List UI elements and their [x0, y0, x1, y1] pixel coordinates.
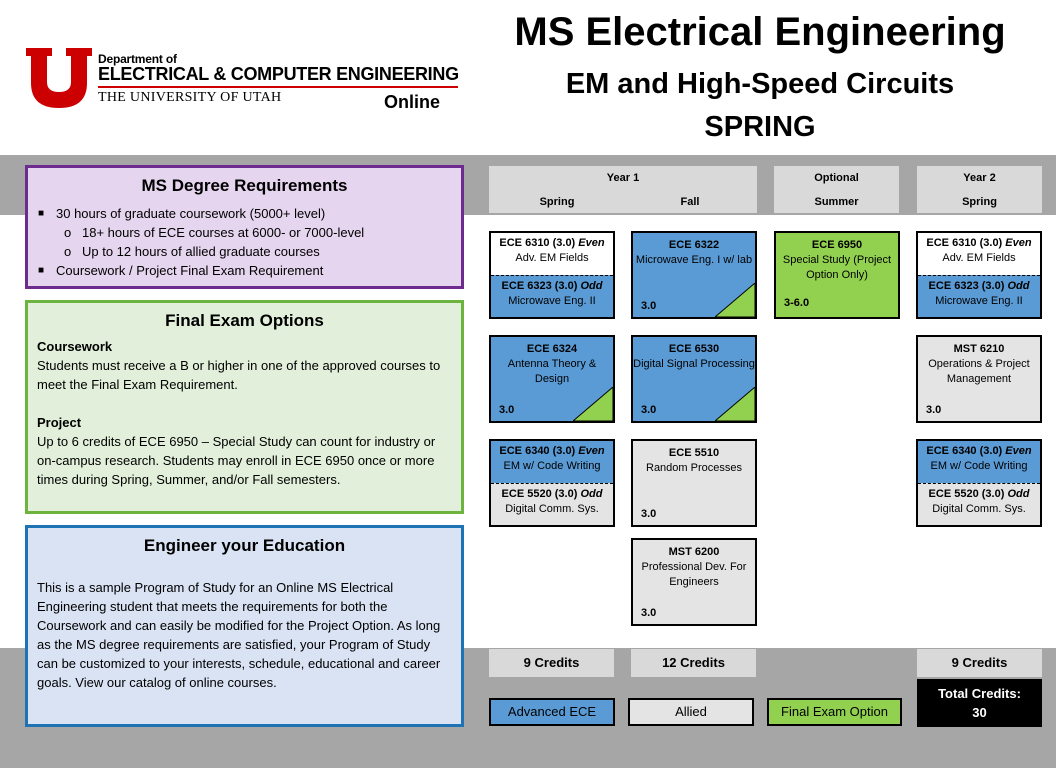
course-card-mst6200[interactable]: MST 6200 Professional Dev. For Engineers… [631, 538, 757, 626]
page-subtitle: EM and High-Speed Circuits [565, 68, 955, 100]
total-credits-value: 30 [972, 705, 987, 720]
final-exam-option-corner-icon [715, 387, 755, 421]
bullet-square-icon: ■ [38, 208, 45, 219]
spring2-label: Spring [962, 196, 997, 208]
course-card-ece6530[interactable]: ECE 6530 Digital Signal Processing 3.0 [631, 335, 757, 423]
degree-requirements-box: MS Degree Requirements ■30 hours of grad… [25, 165, 464, 289]
bullet-circle-icon: o [64, 225, 72, 240]
page-title: MS Electrical Engineering [514, 10, 1006, 54]
university-logo: Department of ELECTRICAL & COMPUTER ENGI… [26, 48, 466, 116]
logo-divider [98, 86, 458, 88]
page-term: SPRING [704, 111, 816, 143]
spring-label: Spring [539, 196, 575, 208]
fall-label: Fall [680, 196, 700, 208]
course-card-ece6950[interactable]: ECE 6950 Special Study (Project Option O… [774, 231, 900, 319]
engineer-education-text: This is a sample Program of Study for an… [37, 580, 441, 690]
requirements-list: ■30 hours of graduate coursework (5000+ … [28, 204, 461, 280]
summer-label: Summer [814, 196, 859, 208]
year1-header: Year 1 Spring Fall [489, 166, 757, 213]
coursework-text: Students must receive a B or higher in o… [37, 358, 441, 392]
final-exam-option-corner-icon [715, 283, 755, 317]
logo-online-label: Online [384, 92, 441, 112]
legend-final-exam-option: Final Exam Option [767, 698, 902, 726]
course-card-ece6340-ece5520[interactable]: ECE 6340 (3.0) Even EM w/ Code Writing E… [489, 439, 615, 527]
project-text: Up to 6 credits of ECE 6950 – Special St… [37, 434, 436, 487]
year2-label: Year 2 [963, 172, 996, 184]
optional-summer-header: Optional Summer [774, 166, 899, 213]
fall1-credits: 12 Credits [631, 649, 756, 677]
engineer-education-box: Engineer your Education This is a sample… [25, 525, 464, 727]
optional-label: Optional [814, 172, 859, 184]
course-card-ece6340-ece5520-year2[interactable]: ECE 6340 (3.0) Even EM w/ Code Writing E… [916, 439, 1042, 527]
course-card-ece5510[interactable]: ECE 5510 Random Processes 3.0 [631, 439, 757, 527]
legend-allied: Allied [628, 698, 754, 726]
logo-department-of: Department of [98, 52, 177, 66]
project-heading: Project [37, 415, 82, 430]
final-exam-options-box: Final Exam Options Coursework Students m… [25, 300, 464, 514]
spring1-credits: 9 Credits [489, 649, 614, 677]
coursework-heading: Coursework [37, 339, 113, 354]
logo-university-name: THE UNIVERSITY OF UTAH [98, 90, 282, 105]
list-item: ■Coursework / Project Final Exam Require… [38, 263, 324, 278]
course-card-ece6310-ece6323[interactable]: ECE 6310 (3.0) Even Adv. EM Fields ECE 6… [489, 231, 615, 319]
course-card-ece6310-ece6323-year2[interactable]: ECE 6310 (3.0) Even Adv. EM Fields ECE 6… [916, 231, 1042, 319]
bullet-circle-icon: o [64, 244, 72, 259]
total-credits: Total Credits: 30 [917, 679, 1042, 727]
bullet-square-icon: ■ [38, 265, 45, 276]
engineer-education-title: Engineer your Education [143, 536, 346, 555]
final-exam-option-corner-icon [573, 387, 613, 421]
total-credits-label: Total Credits: [938, 686, 1021, 701]
course-card-mst6210[interactable]: MST 6210 Operations & Project Management… [916, 335, 1042, 423]
degree-requirements-title: MS Degree Requirements [141, 176, 348, 195]
list-item: ■30 hours of graduate coursework (5000+ … [38, 206, 326, 221]
course-card-ece6322[interactable]: ECE 6322 Microwave Eng. I w/ lab 3.0 [631, 231, 757, 319]
legend-advanced-ece: Advanced ECE [489, 698, 615, 726]
year2-header: Year 2 Spring [917, 166, 1042, 213]
block-u-icon [26, 48, 92, 108]
spring2-credits: 9 Credits [917, 649, 1042, 677]
course-card-ece6324[interactable]: ECE 6324 Antenna Theory & Design 3.0 [489, 335, 615, 423]
year1-label: Year 1 [606, 172, 640, 184]
logo-department-name: ELECTRICAL & COMPUTER ENGINEERING [98, 64, 459, 84]
final-exam-options-title: Final Exam Options [165, 311, 324, 330]
